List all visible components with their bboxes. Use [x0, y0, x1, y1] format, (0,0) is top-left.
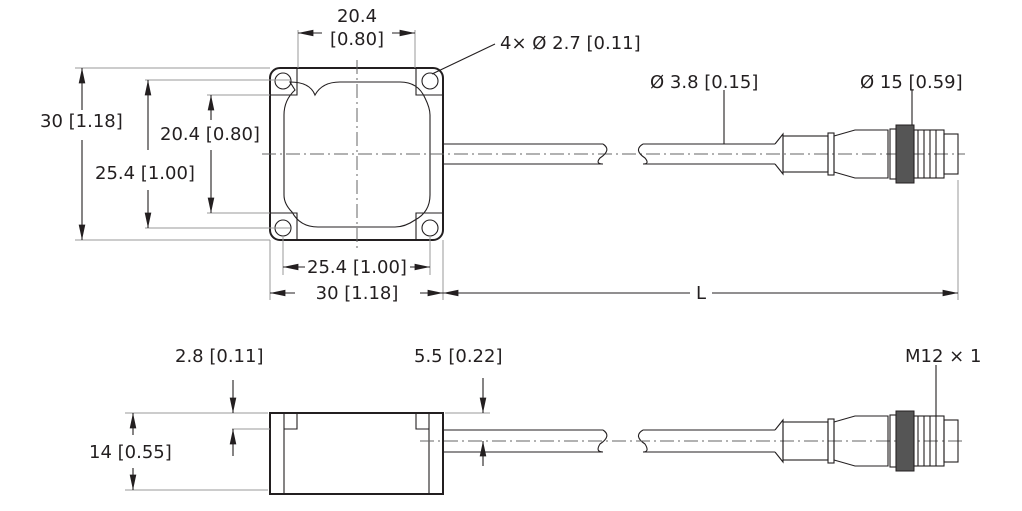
dim-connector-dia: Ø 15 [0.59]: [860, 72, 963, 93]
dim-height: 14 [0.55]: [89, 442, 172, 463]
dim-thread: M12 × 1: [905, 346, 981, 367]
sensor-side-view: [269, 410, 965, 495]
top-dimensions: [75, 29, 959, 300]
connector-top: [774, 124, 959, 184]
dim-cable-offset: 5.5 [0.22]: [414, 346, 502, 367]
dim-width-outer: 30 [1.18]: [316, 283, 399, 304]
dim-height-outer: 30 [1.18]: [40, 111, 123, 132]
sensor-top-view: [262, 60, 965, 250]
dim-holes: 4× Ø 2.7 [0.11]: [500, 33, 641, 54]
dim-width-top: 20.4: [337, 6, 377, 27]
side-dimensions: [125, 365, 937, 491]
dim-width-holes: 25.4 [1.00]: [307, 257, 407, 278]
dim-flange: 2.8 [0.11]: [175, 346, 263, 367]
dim-cable-dia: Ø 3.8 [0.15]: [650, 72, 758, 93]
dim-length: L: [696, 283, 706, 304]
dim-height-inner: 20.4 [0.80]: [160, 124, 260, 145]
connector-side: [774, 410, 959, 472]
dim-width-top-in: [0.80]: [330, 29, 384, 50]
dim-height-holes: 25.4 [1.00]: [95, 163, 195, 184]
